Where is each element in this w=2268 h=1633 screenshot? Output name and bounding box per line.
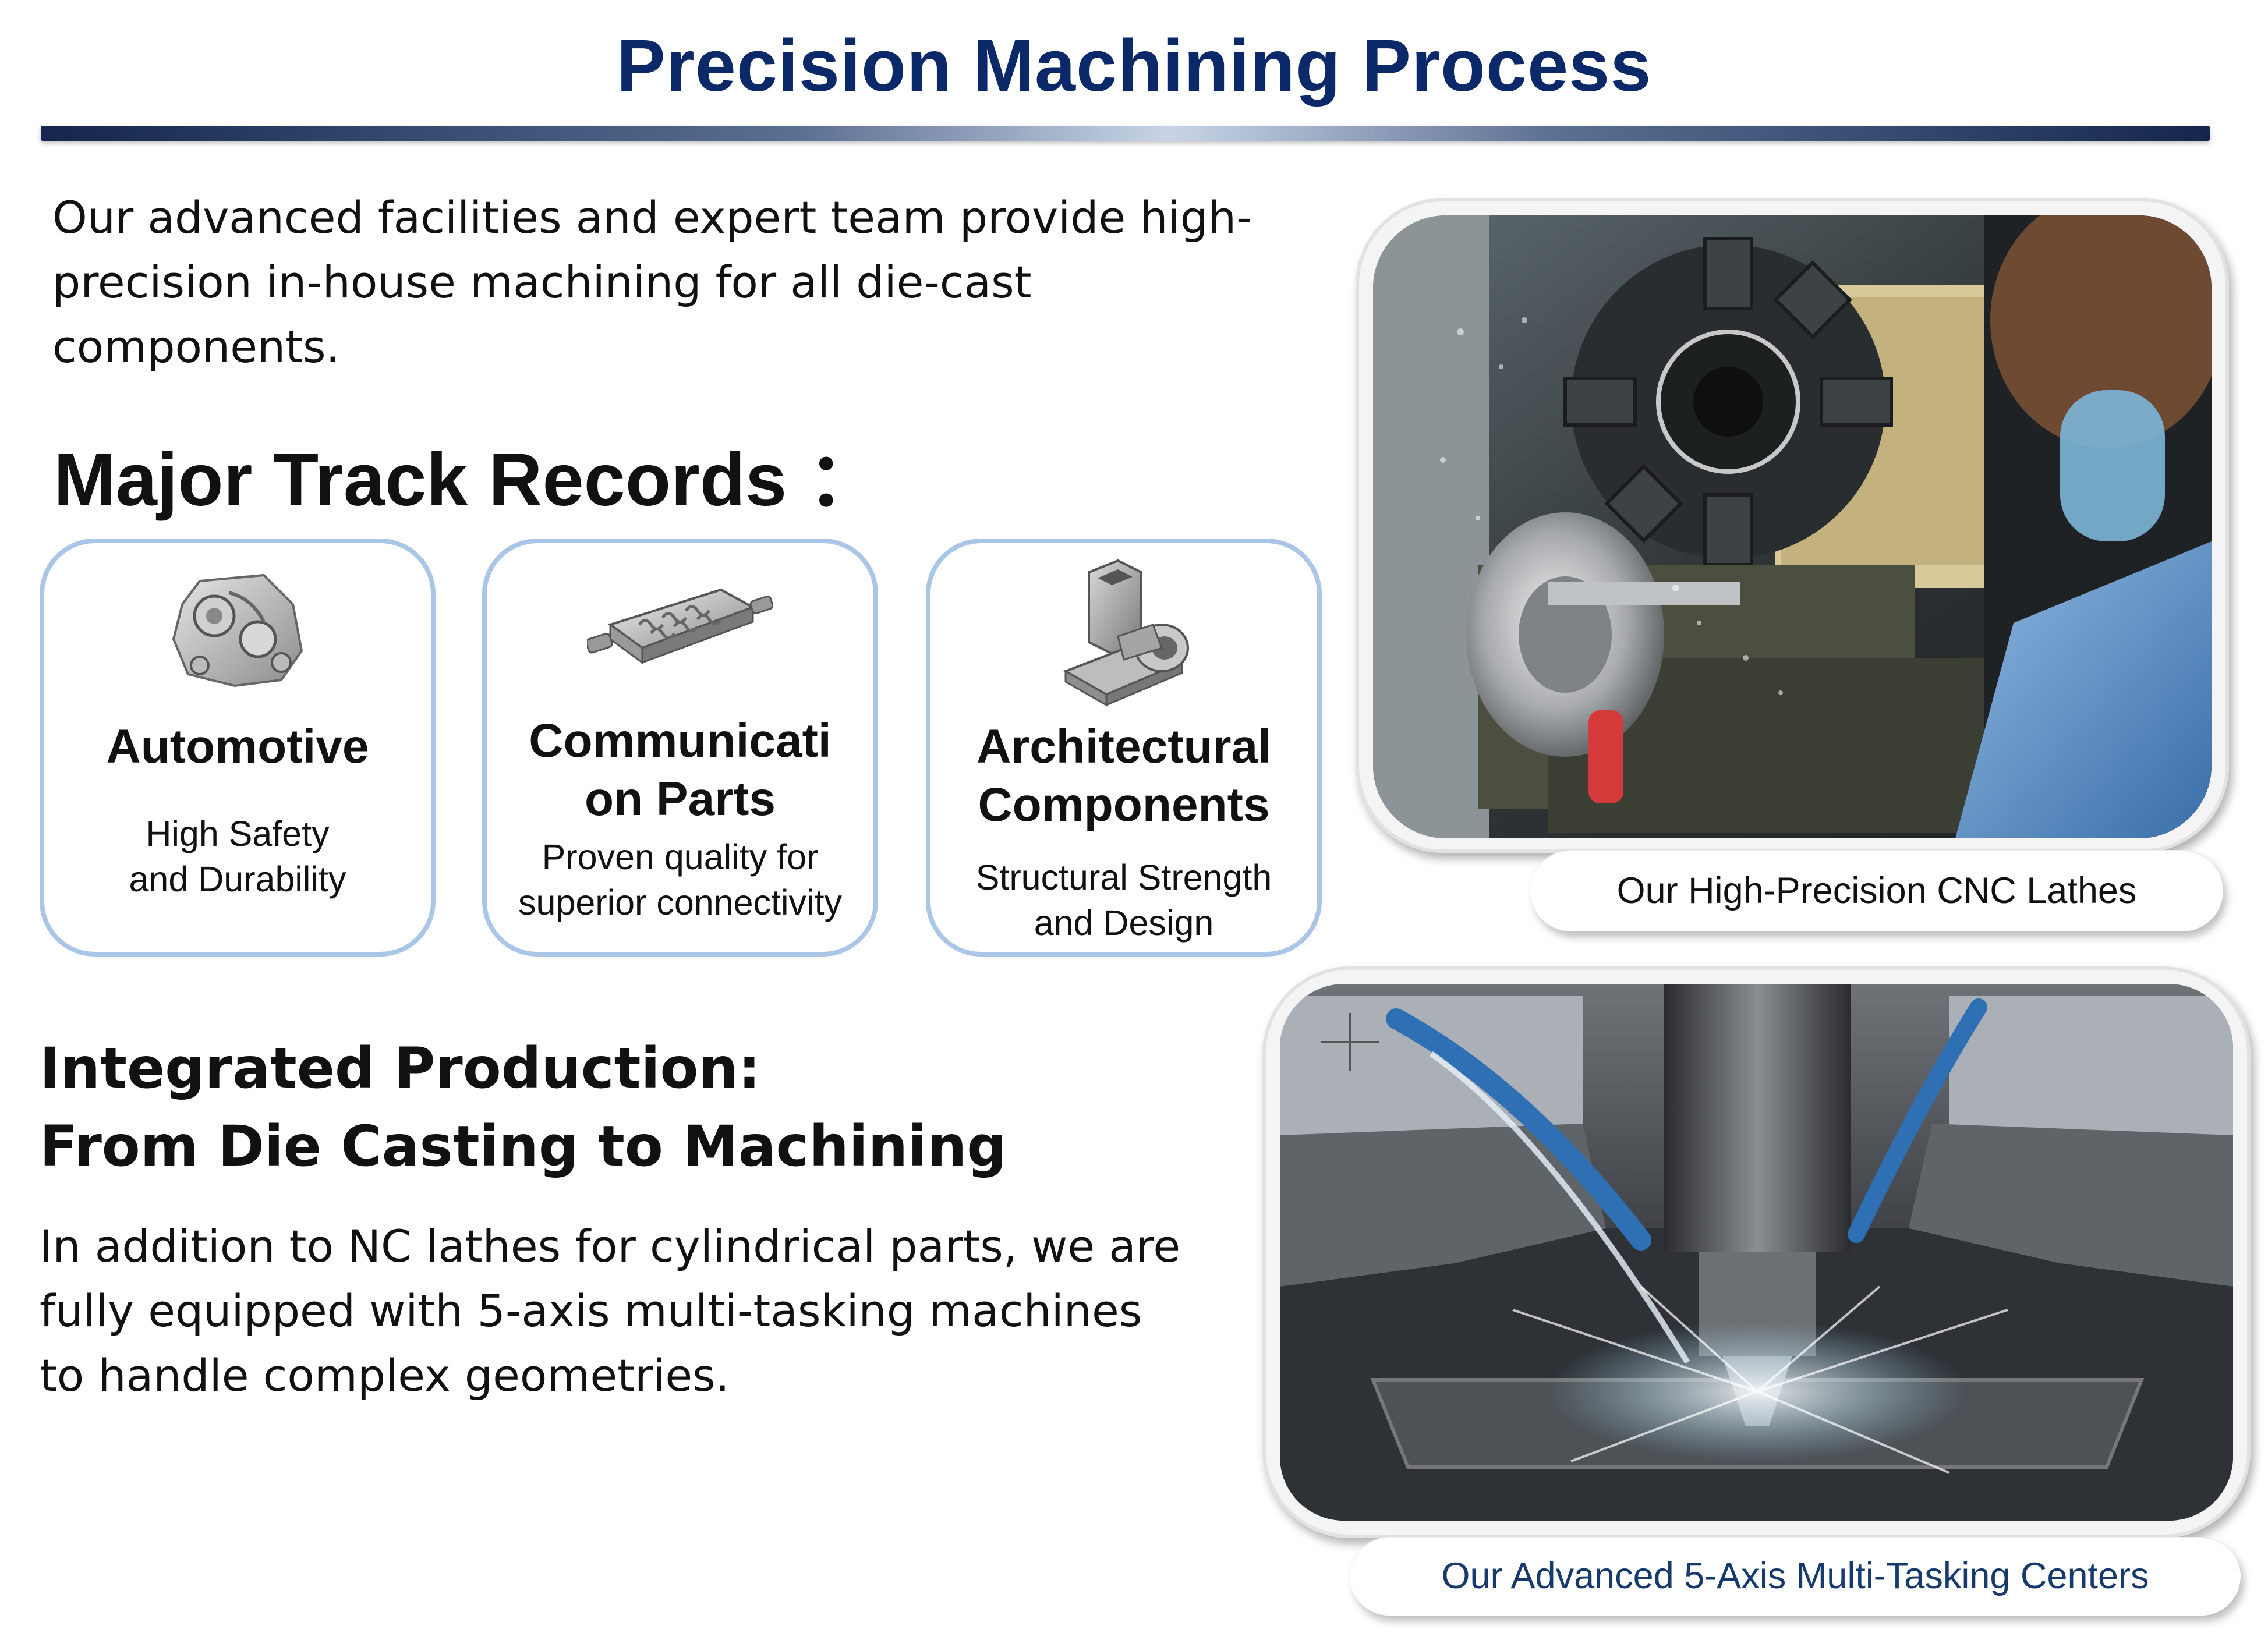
track-records-heading: Major Track Records ： xyxy=(54,438,882,522)
automotive-part-icon xyxy=(172,573,303,688)
card-subtitle: Proven quality for superior connectivity xyxy=(518,837,843,922)
card-communication: Communicati on Parts Proven quality for … xyxy=(482,539,878,957)
card-automotive: Automotive High Safety and Durability xyxy=(40,539,436,957)
intro-paragraph: Our advanced facilities and expert team … xyxy=(52,192,1252,373)
title-divider xyxy=(41,126,2210,141)
card-architectural: Architectural Components Structural Stre… xyxy=(926,539,1322,957)
cnc-lathes-caption: Our High-Precision CNC Lathes xyxy=(1530,850,2223,931)
card-title: Architectural Components xyxy=(976,720,1271,831)
five-axis-machine-image xyxy=(1280,984,2233,1521)
card-subtitle: High Safety and Durability xyxy=(129,814,346,899)
page-title: Precision Machining Process xyxy=(616,24,1652,107)
five-axis-centers-caption: Our Advanced 5-Axis Multi-Tasking Center… xyxy=(1350,1537,2241,1616)
architectural-bracket-icon xyxy=(1063,559,1189,707)
card-title: Automotive xyxy=(106,720,369,773)
card-subtitle: Structural Strength and Design xyxy=(975,858,1272,943)
integrated-production-heading: Integrated Production: From Die Casting … xyxy=(40,1036,1007,1179)
card-title: Communicati on Parts xyxy=(529,714,832,826)
five-axis-machine-photo xyxy=(1262,966,2251,1538)
communication-part-icon xyxy=(587,588,773,664)
cnc-lathe-image xyxy=(1373,215,2212,838)
integrated-production-paragraph: In addition to NC lathes for cylindrical… xyxy=(40,1220,1181,1401)
cnc-lathe-photo xyxy=(1356,198,2229,853)
